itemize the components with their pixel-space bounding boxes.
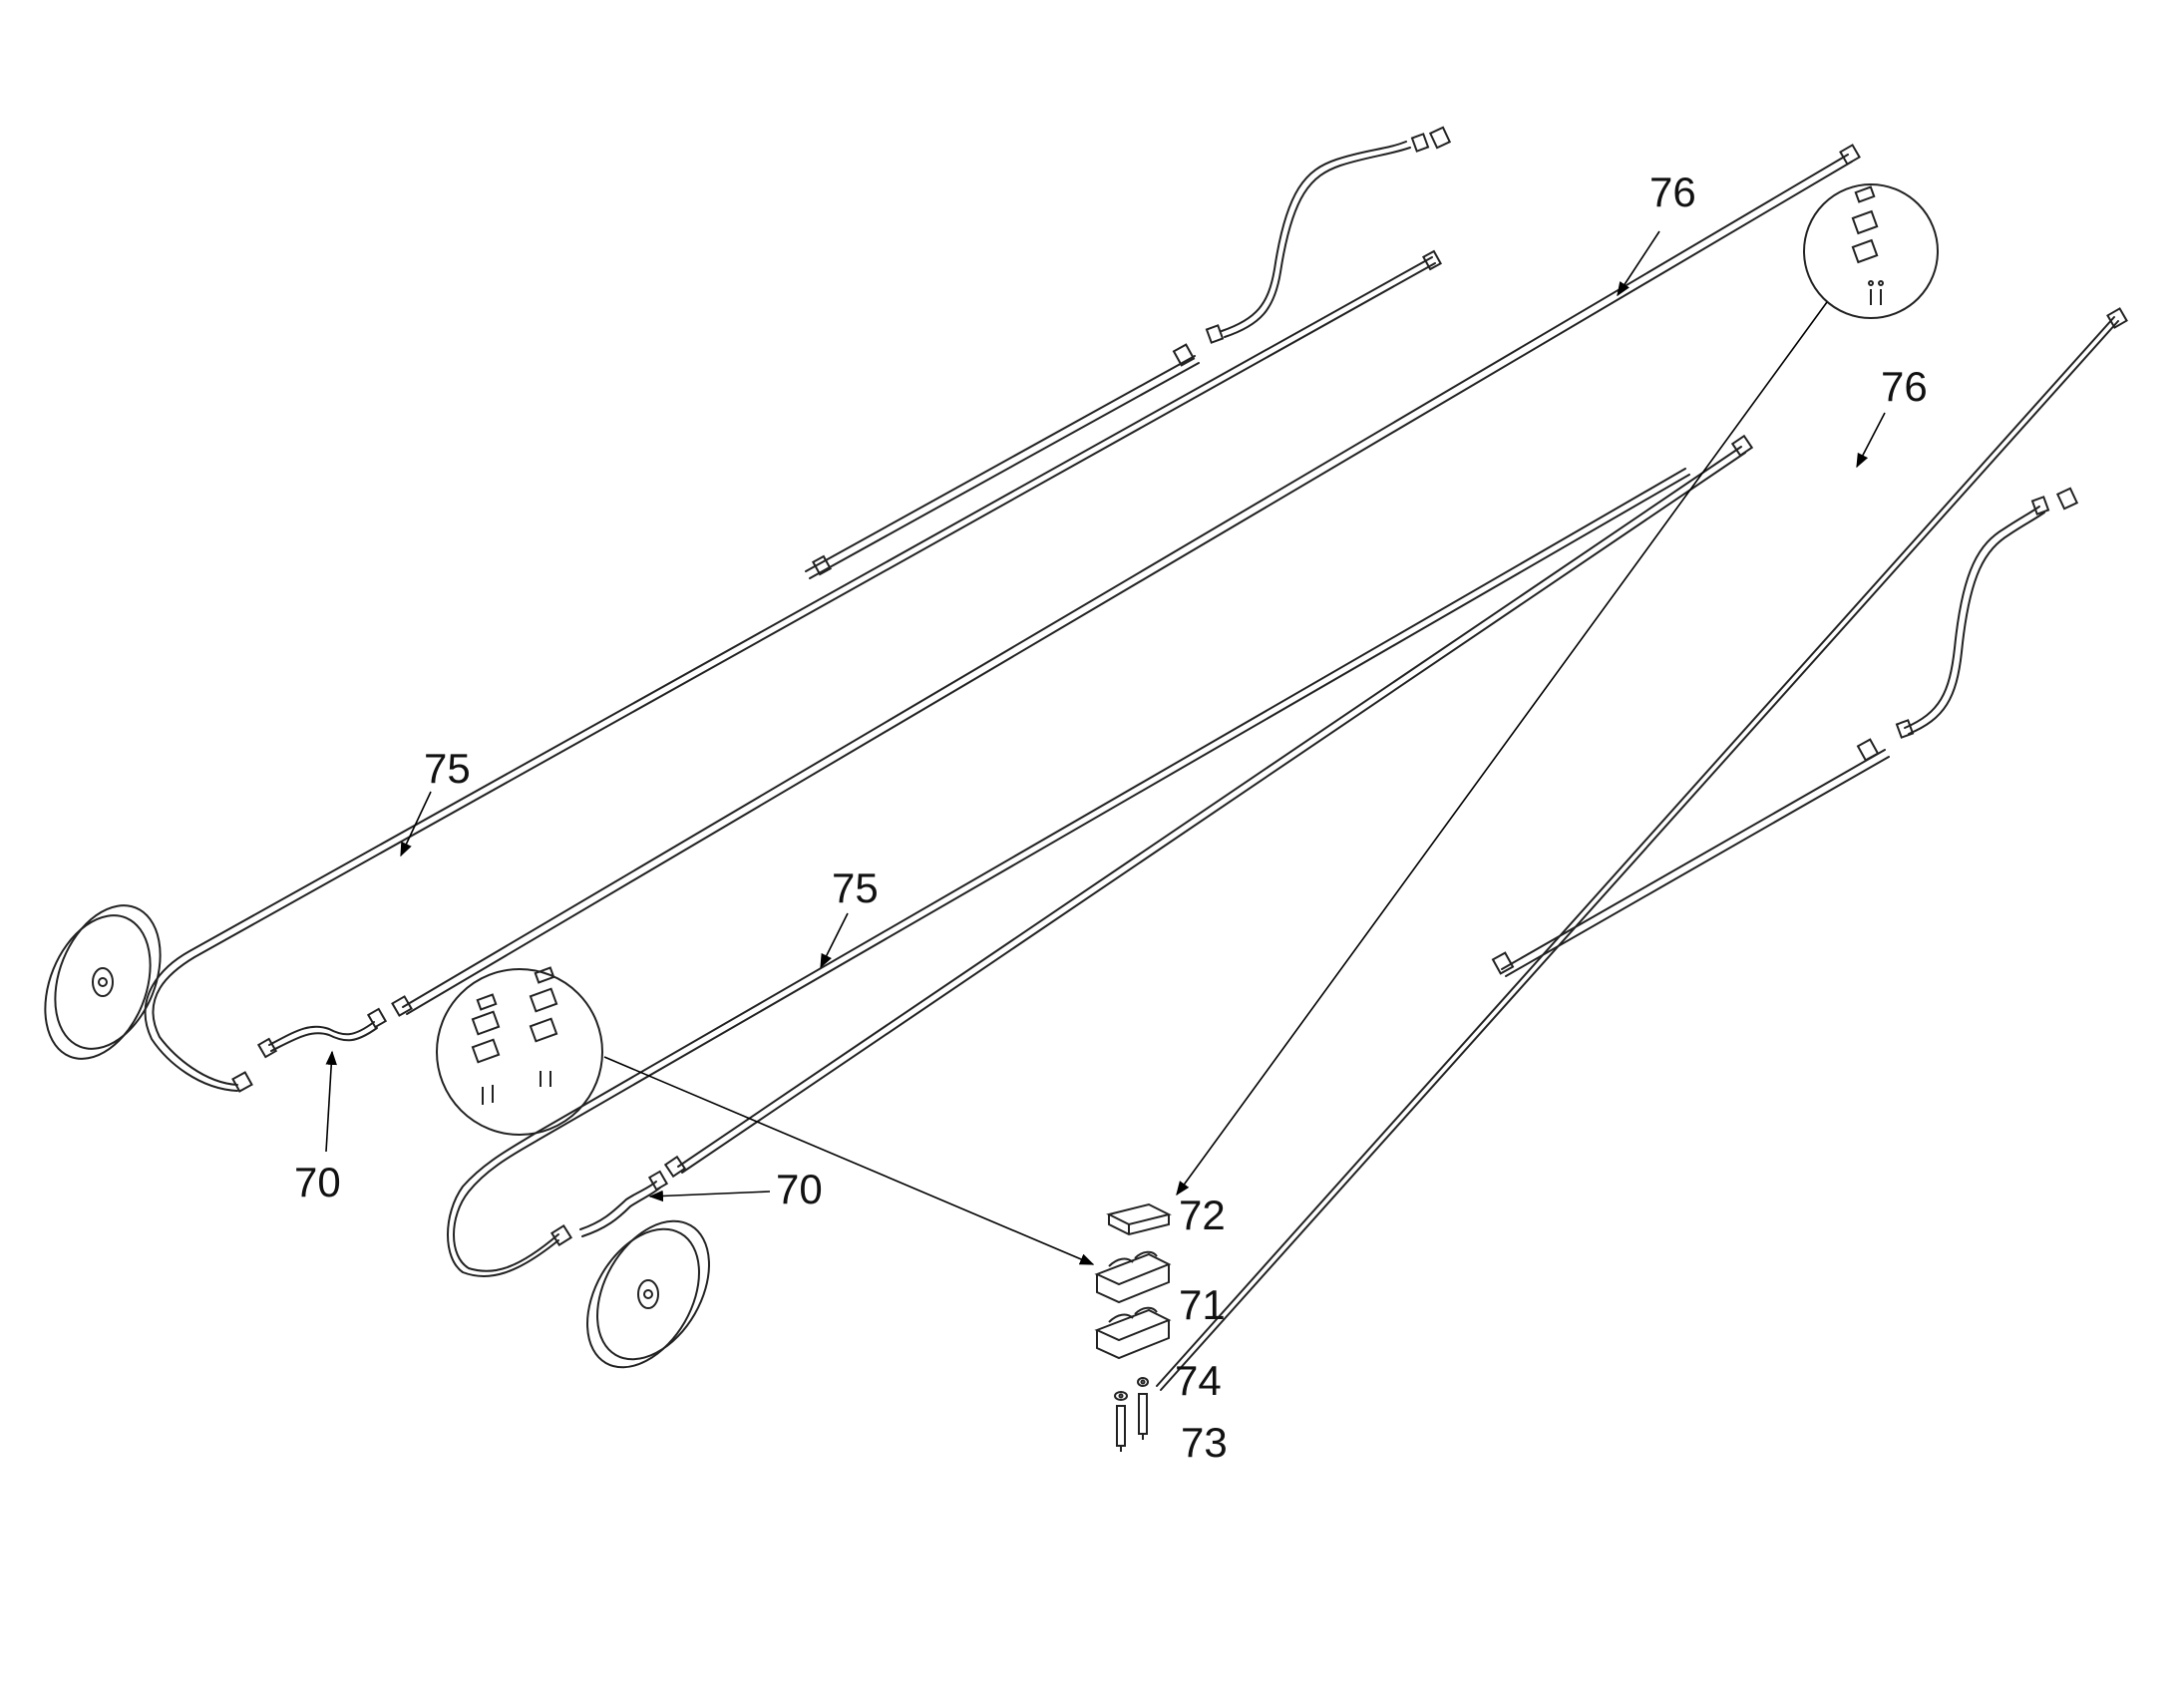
callout-74: 74 (1175, 1357, 1222, 1404)
detail-circle-lower-left (436, 966, 603, 1136)
tube-76-lower (1156, 307, 2128, 1391)
tube-75-lower (447, 468, 1690, 1278)
callout-70-lower: 70 (776, 1166, 823, 1212)
disc-wheel-upper (44, 904, 162, 1060)
flex-hose-upper (1205, 133, 1430, 344)
leader-75-lower (820, 912, 849, 969)
leader-detail-to-72 (1176, 301, 1828, 1196)
leader-70-upper (325, 1050, 337, 1153)
elbow-fitting-upper (1428, 126, 1452, 150)
tube-76-upper (391, 144, 1861, 1017)
part-73-bolts (1116, 1393, 1148, 1452)
elbow-fitting-lower (2055, 487, 2079, 511)
flex-hose-lower (1895, 496, 2050, 739)
part-71-clamp-lower (1094, 1306, 1172, 1360)
callout-75-upper: 75 (424, 745, 471, 792)
part-71-clamp-upper (1094, 1250, 1172, 1304)
callout-76-upper: 76 (1649, 169, 1696, 215)
callout-72: 72 (1179, 1192, 1226, 1238)
leader-76-upper (1617, 230, 1660, 297)
short-tube-lower (1491, 738, 1890, 977)
short-tube-upper (805, 343, 1200, 579)
leader-76-lower (1856, 412, 1886, 469)
callout-75-lower: 75 (832, 864, 879, 911)
leader-70-lower (648, 1190, 771, 1202)
tube-75-upper (144, 249, 1443, 1093)
tube-middle (663, 434, 1754, 1179)
part-72-clamp-cap (1106, 1202, 1172, 1236)
leader-detail-to-71 (603, 1056, 1095, 1265)
detail-circle-upper-right (1803, 183, 1939, 319)
part-74-washers (1114, 1377, 1149, 1401)
leader-75-upper (400, 791, 432, 857)
callout-71: 71 (1179, 1281, 1226, 1328)
connector-70-upper (256, 1007, 388, 1059)
callout-76-lower: 76 (1881, 363, 1928, 410)
callout-70-upper: 70 (294, 1159, 341, 1205)
callout-73: 73 (1181, 1419, 1228, 1466)
disc-wheel-lower (586, 1219, 710, 1369)
